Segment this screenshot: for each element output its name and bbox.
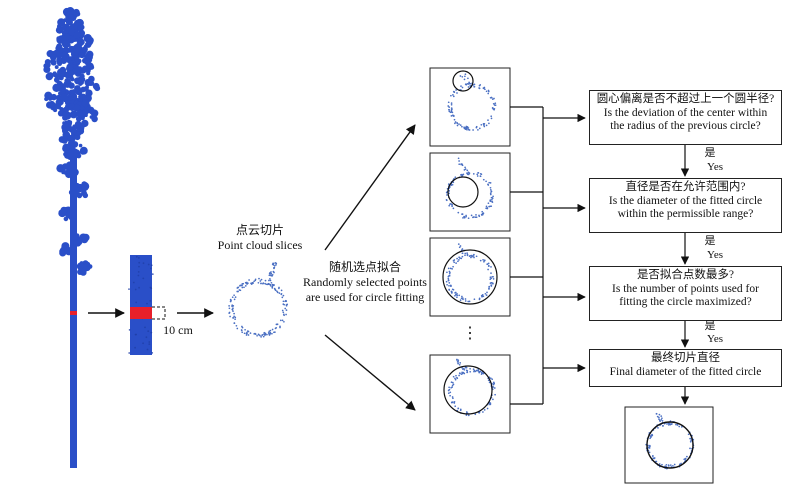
random-fit-label-en-2: are used for circle fitting xyxy=(305,290,425,304)
candidate-fit-2 xyxy=(429,152,511,232)
yes-label-en: Yes xyxy=(706,249,723,261)
decision-text-en: within the permissible range? xyxy=(617,208,754,220)
trunk-segment-slice xyxy=(130,307,152,319)
candidates-ellipsis: ⋮ xyxy=(462,325,478,342)
random-fit-label-zh: 随机选点拟合 xyxy=(328,260,401,274)
candidate-fit-4 xyxy=(429,354,511,434)
fit-circle xyxy=(442,249,498,305)
yes-label-zh: 是 xyxy=(704,320,716,332)
decision-text-zh: 圆心偏离是否不超过上一个圆半径? xyxy=(596,93,775,105)
tree-slice-marker xyxy=(70,311,77,315)
slices-label-zh: 点云切片 xyxy=(235,223,284,237)
tree-crown xyxy=(43,6,101,276)
tree-trunk xyxy=(70,150,77,468)
decision-text-en: Final diameter of the fitted circle xyxy=(609,365,762,378)
slice-height-label: 10 cm xyxy=(163,323,193,337)
point-cloud-slice xyxy=(228,262,289,338)
final-fit-result xyxy=(624,406,714,484)
decision-text-en: the radius of the previous circle? xyxy=(610,120,761,132)
decision-text-en: Is the diameter of the fitted circle xyxy=(608,194,763,207)
yes-label-en: Yes xyxy=(706,333,723,345)
decision-text-zh: 是否拟合点数最多? xyxy=(636,269,735,281)
slices-label-en: Point cloud slices xyxy=(217,238,303,252)
fit-circle xyxy=(447,176,479,208)
decision-center-deviation: 圆心偏离是否不超过上一个圆半径? Is the deviation of the… xyxy=(589,90,782,145)
final-diameter-box: 最终切片直径 Final diameter of the fitted circ… xyxy=(589,349,782,387)
yes-label-zh: 是 xyxy=(704,147,716,159)
yes-label-en: Yes xyxy=(706,161,723,173)
decision-text-zh: 直径是否在允许范围内? xyxy=(625,181,746,193)
fit-circle xyxy=(452,70,474,92)
tree-point-cloud xyxy=(43,6,101,468)
decision-text-en: Is the number of points used for xyxy=(612,282,759,295)
fit-circle xyxy=(443,365,493,415)
decision-diameter-range: 直径是否在允许范围内? Is the diameter of the fitte… xyxy=(589,178,782,233)
trunk-segment-body xyxy=(130,255,152,355)
fit-circle xyxy=(646,421,694,469)
arrow-fan-up xyxy=(324,124,416,251)
trunk-segment xyxy=(128,255,166,355)
candidate-fit-1 xyxy=(429,67,511,147)
decision-text-zh: 最终切片直径 xyxy=(651,352,720,364)
random-fit-label-en-1: Randomly selected points xyxy=(303,275,427,289)
decision-text-en: fitting the circle maximized? xyxy=(619,296,752,308)
decision-text-en: Is the deviation of the center within xyxy=(603,106,768,119)
arrow-fan-down xyxy=(324,334,416,411)
decision-max-points: 是否拟合点数最多? Is the number of points used f… xyxy=(589,266,782,321)
slice-height-bracket xyxy=(152,306,166,320)
yes-label-zh: 是 xyxy=(704,235,716,247)
